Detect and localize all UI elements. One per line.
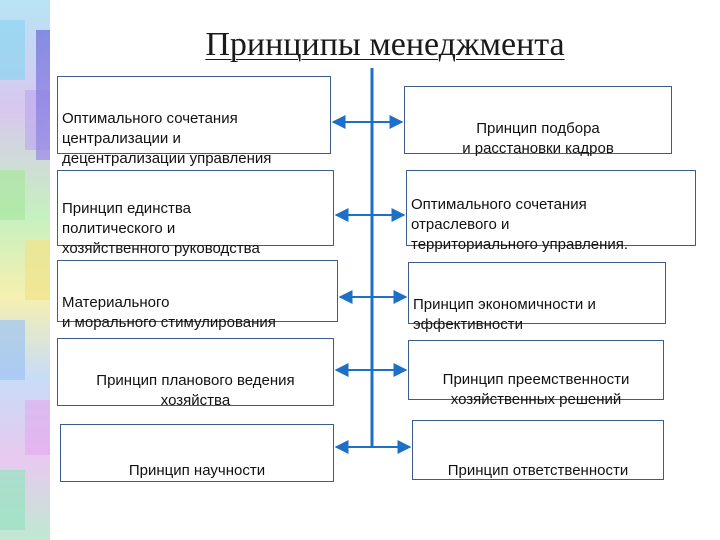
right-box-2-text: Оптимального сочетания отраслевого и тер…	[411, 196, 629, 253]
left-box-5: Принцип научности	[60, 424, 334, 482]
left-box-4: Принцип планового ведения хозяйства	[57, 338, 334, 409]
right-box-4: Принцип преемственности хозяйственных ре…	[408, 340, 664, 408]
page-title: Принципы менеджмента	[205, 26, 565, 63]
right-box-3-text: Принцип экономичности и эффективности	[413, 296, 596, 333]
right-box-5-text: Принцип ответственности	[447, 462, 629, 479]
left-box-1: Оптимального сочетания централизации и д…	[57, 76, 331, 167]
left-box-4-text: Принцип планового ведения хозяйства	[96, 372, 295, 409]
right-box-1: Принцип подбора и расстановки кадров	[404, 86, 672, 157]
left-box-2: Принцип единства политического и хозяйст…	[57, 170, 334, 257]
left-box-3-text: Материального и морального стимулировани…	[62, 294, 276, 331]
right-box-2: Оптимального сочетания отраслевого и тер…	[406, 170, 696, 253]
right-box-4-text: Принцип преемственности хозяйственных ре…	[442, 371, 630, 408]
right-box-5: Принцип ответственности	[412, 420, 664, 480]
left-box-5-text: Принцип научности	[128, 462, 266, 479]
decorative-side-pattern	[0, 0, 50, 540]
right-box-1-text: Принцип подбора и расстановки кадров	[462, 120, 614, 157]
left-box-2-text: Принцип единства политического и хозяйст…	[62, 200, 260, 257]
right-box-3: Принцип экономичности и эффективности	[408, 262, 666, 333]
left-box-3: Материального и морального стимулировани…	[57, 260, 338, 331]
left-box-1-text: Оптимального сочетания централизации и д…	[62, 110, 272, 167]
